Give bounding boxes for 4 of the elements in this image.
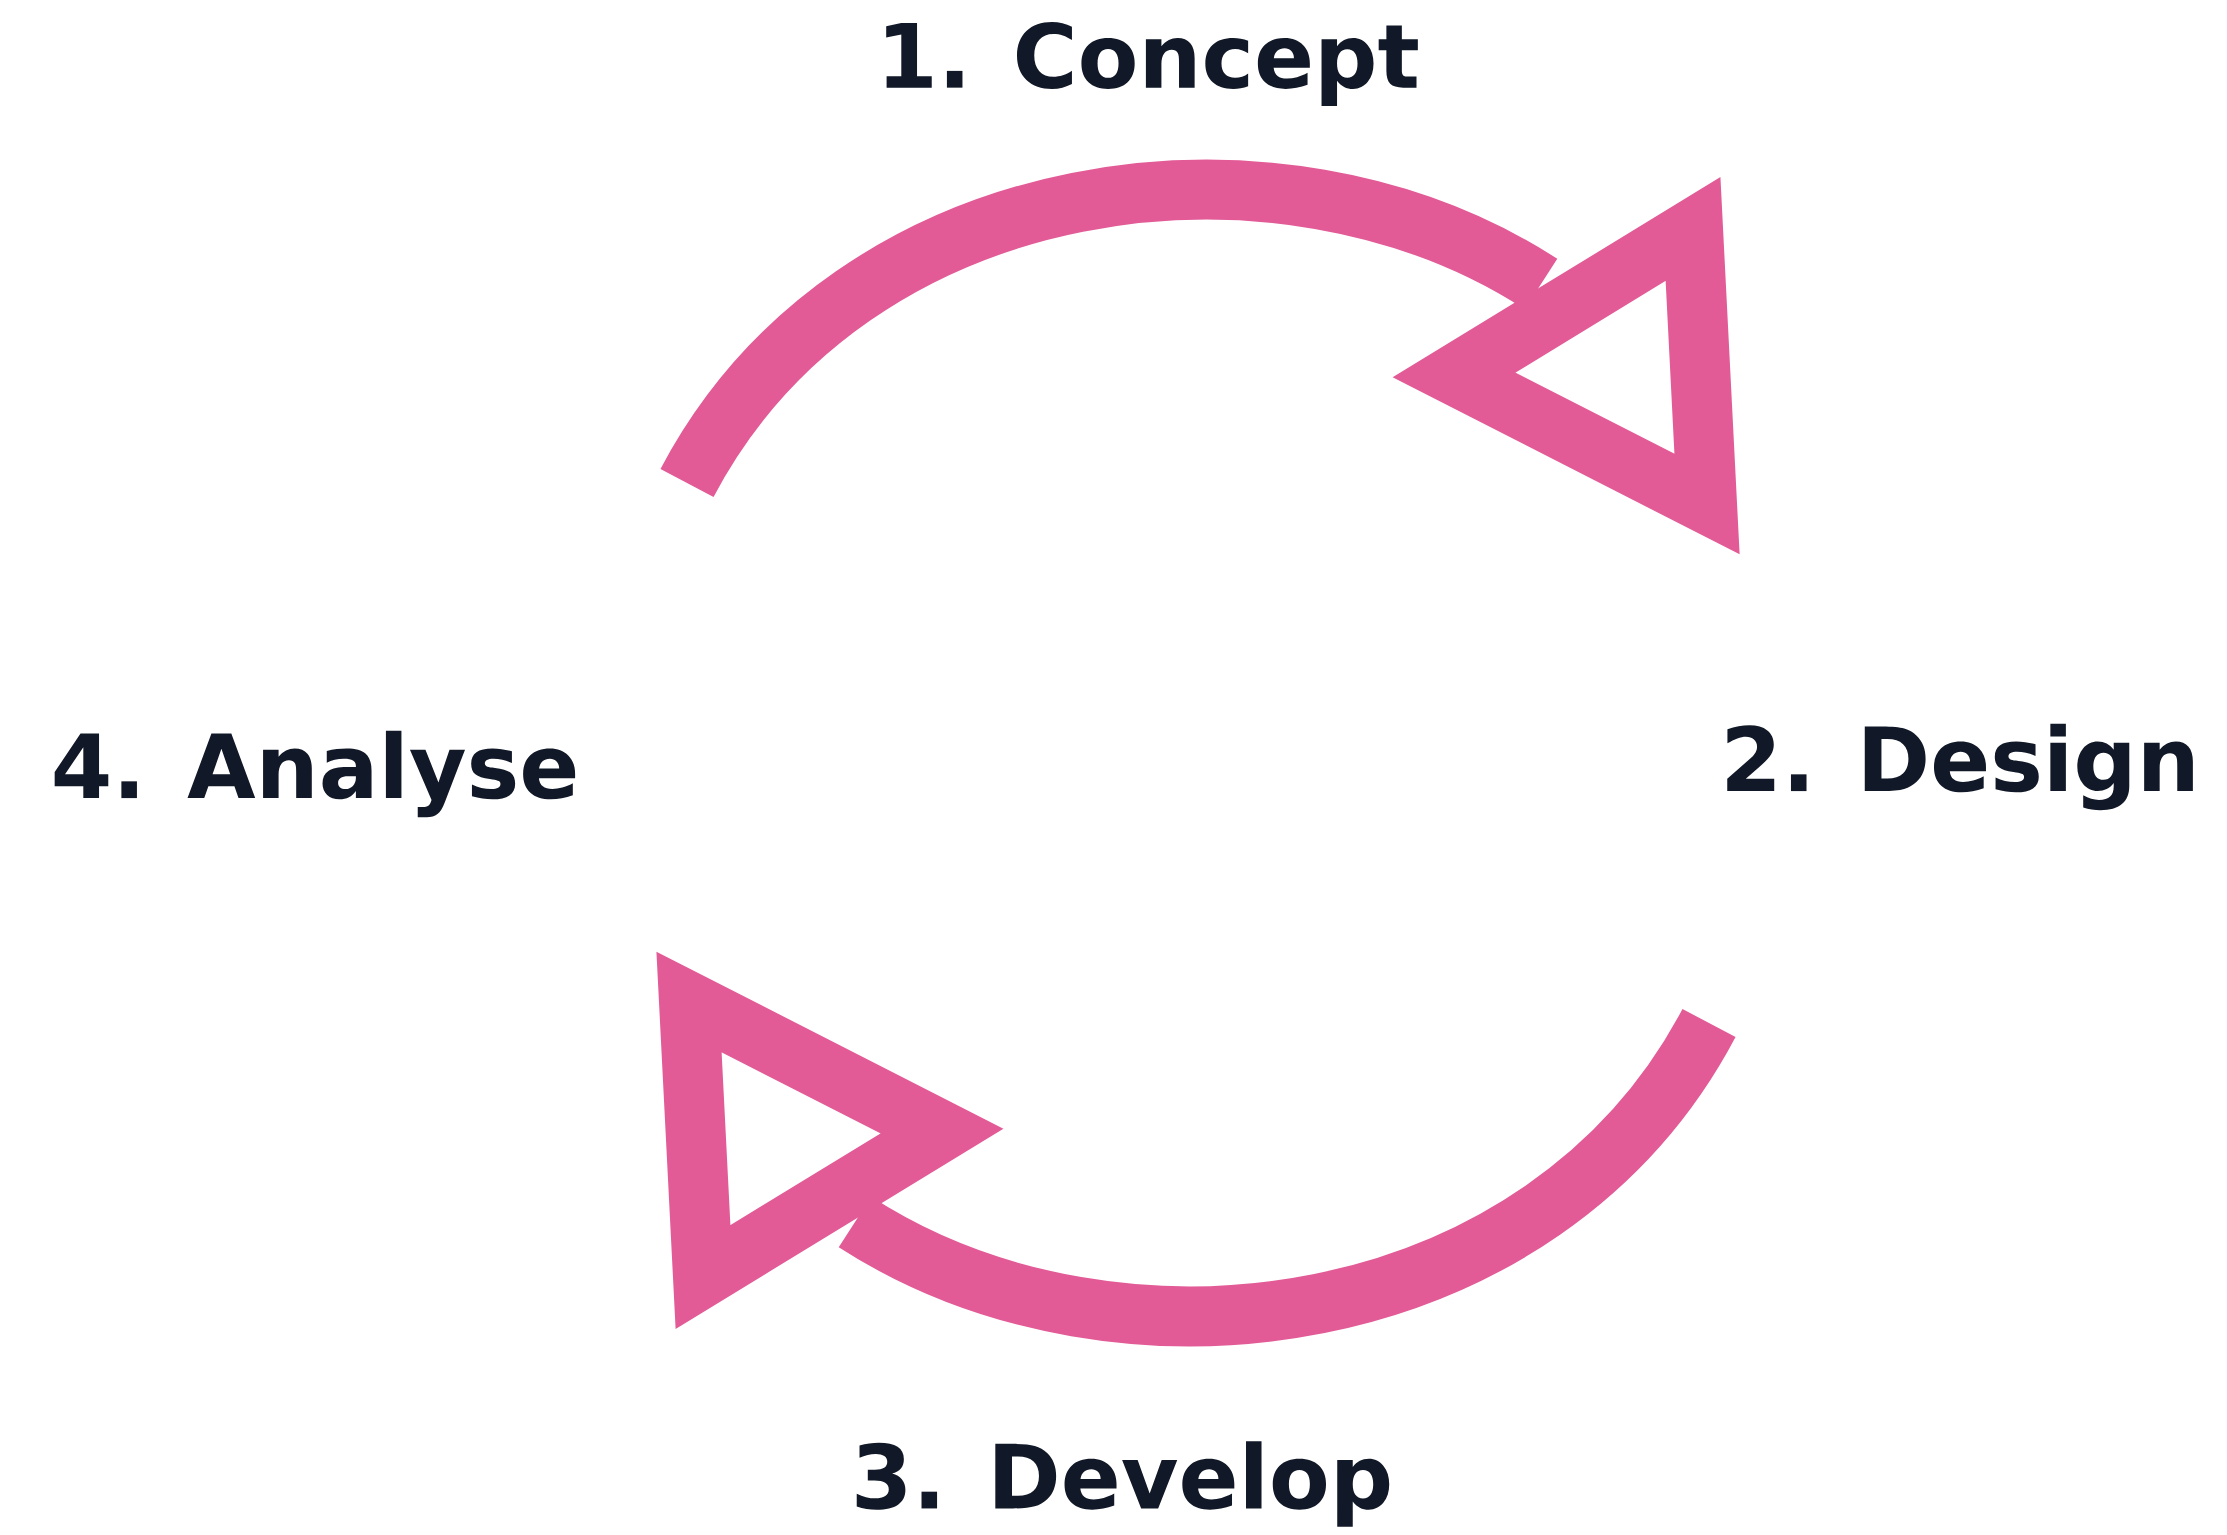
step-label: 3. Develop — [856, 1441, 1390, 1527]
step-label: 2. Design — [1727, 723, 2193, 811]
step-label: 1. Concept — [886, 21, 1418, 107]
step-label: 4. Analyse — [54, 730, 576, 818]
